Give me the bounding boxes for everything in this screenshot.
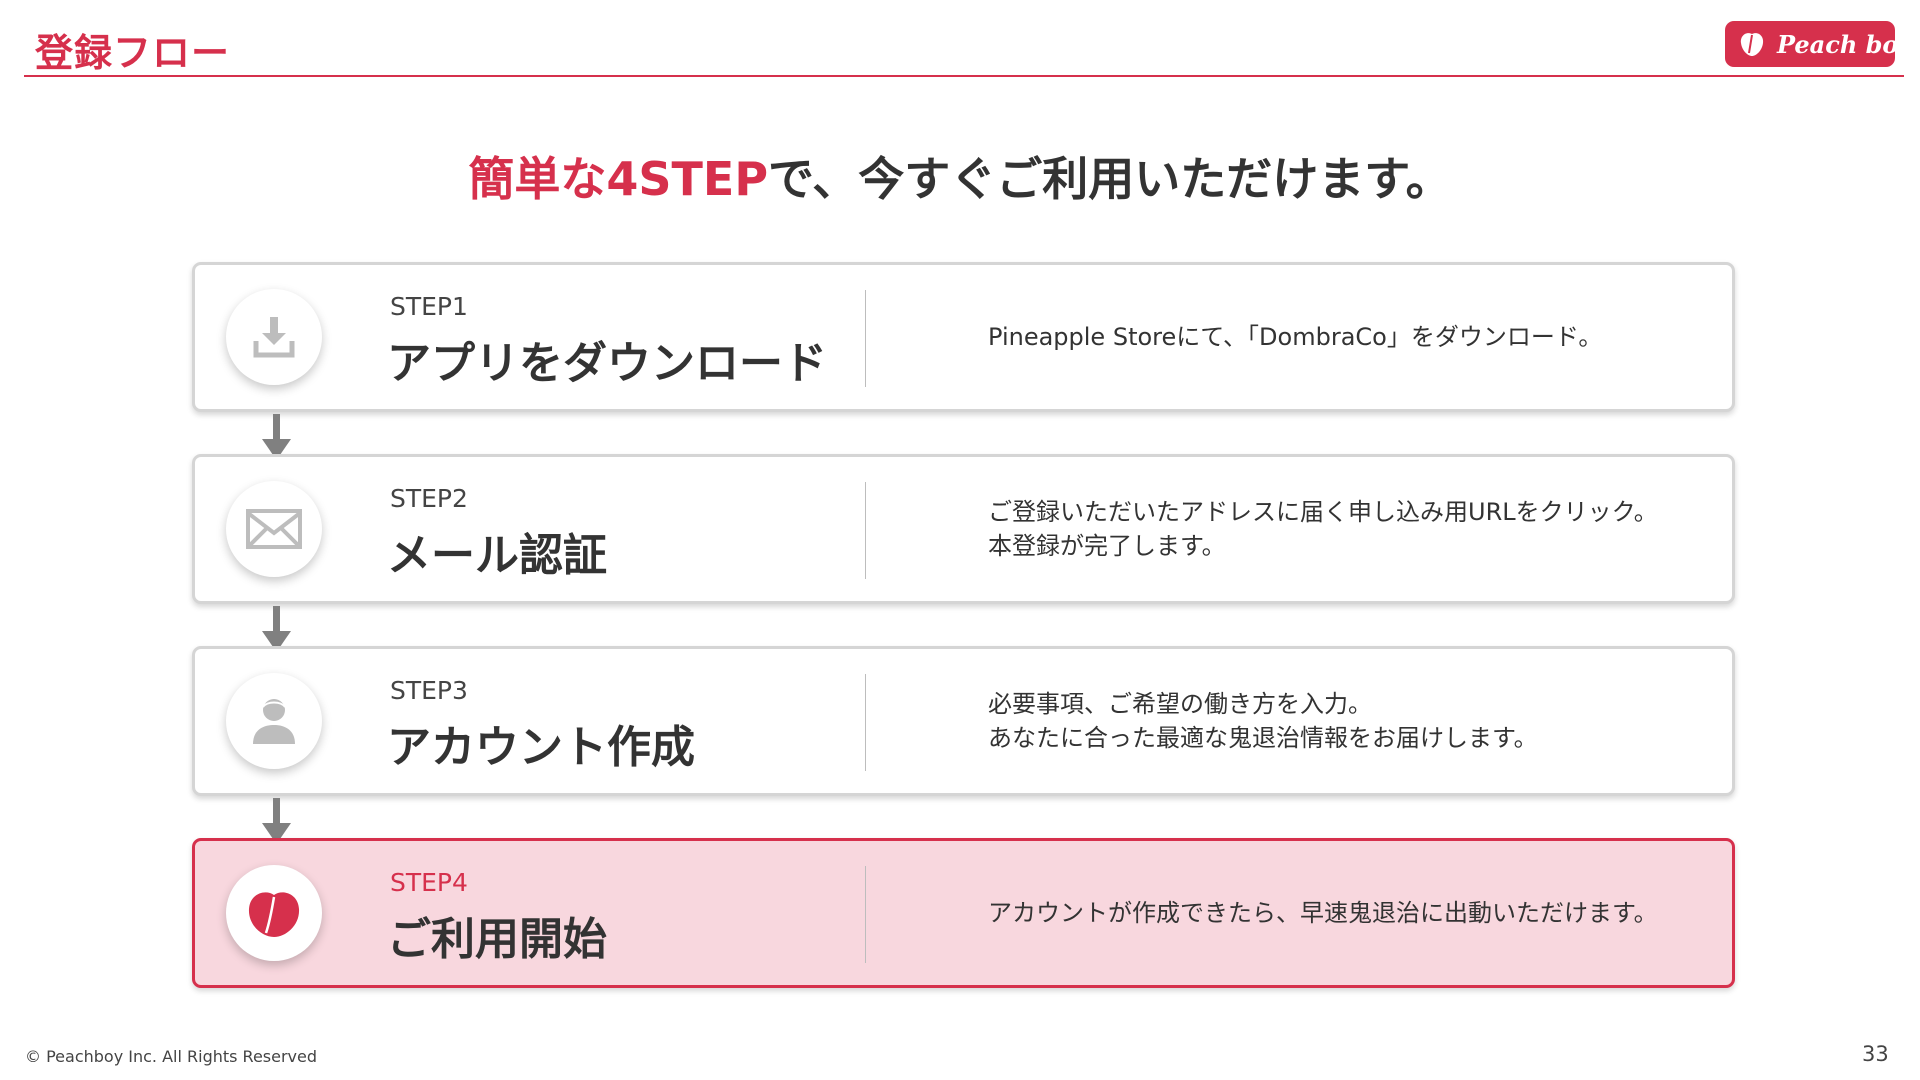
envelope-icon xyxy=(246,509,302,549)
step-description-line: 必要事項、ご希望の働き方を入力。 xyxy=(988,690,1372,718)
step-description: 必要事項、ご希望の働き方を入力。 あなたに合った最適な鬼退治情報をお届けします。 xyxy=(988,649,1708,793)
down-arrow-icon xyxy=(262,798,291,844)
step-icon-badge xyxy=(226,865,322,961)
page-title: 登録フロー xyxy=(35,31,231,75)
page-number: 33 xyxy=(1862,1042,1889,1066)
step-card-4: STEP4 ご利用開始 アカウントが作成できたら、早速鬼退治に出動いただけます。 xyxy=(192,838,1735,988)
step-icon-badge xyxy=(226,481,322,577)
download-icon xyxy=(253,317,295,358)
down-arrow-icon xyxy=(262,606,291,652)
step-description: アカウントが作成できたら、早速鬼退治に出動いただけます。 xyxy=(988,841,1708,985)
down-arrow-icon xyxy=(262,414,291,460)
step-divider xyxy=(865,482,866,579)
step-label: STEP2 xyxy=(390,484,468,513)
brand-logo: Peach boy xyxy=(1725,21,1912,67)
peach-logo-icon xyxy=(1740,33,1764,56)
step-label: STEP4 xyxy=(390,868,468,897)
step-description-line: 本登録が完了します。 xyxy=(988,532,1226,560)
step-card-1: STEP1 アプリをダウンロード Pineapple Storeにて、「Domb… xyxy=(192,262,1735,412)
copyright-notice: © Peachboy Inc. All Rights Reserved xyxy=(25,1047,318,1066)
step-divider xyxy=(865,290,866,387)
step-description: ご登録いただいたアドレスに届く申し込み用URLをクリック。 本登録が完了します。 xyxy=(988,457,1708,601)
step-card-3: STEP3 アカウント作成 必要事項、ご希望の働き方を入力。 あなたに合った最適… xyxy=(192,646,1735,796)
step-description: Pineapple Storeにて、「DombraCo」をダウンロード。 xyxy=(988,265,1708,409)
logo-text: Peach boy xyxy=(1777,29,1913,59)
step-divider xyxy=(865,674,866,771)
step-divider xyxy=(865,866,866,963)
headline-accent: 簡単な4STEP xyxy=(468,152,769,206)
step-label: STEP1 xyxy=(390,292,468,321)
user-icon xyxy=(253,699,295,744)
step-label: STEP3 xyxy=(390,676,468,705)
step-card-2: STEP2 メール認証 ご登録いただいたアドレスに届く申し込み用URLをクリック… xyxy=(192,454,1735,604)
step-description-line: Pineapple Storeにて、「DombraCo」をダウンロード。 xyxy=(988,323,1603,351)
step-description-line: あなたに合った最適な鬼退治情報をお届けします。 xyxy=(988,724,1538,752)
headline: 簡単な4STEPで、今すぐご利用いただけます。 xyxy=(0,143,1920,209)
step-icon-badge xyxy=(226,673,322,769)
step-title: アカウント作成 xyxy=(387,722,695,773)
step-description-line: アカウントが作成できたら、早速鬼退治に出動いただけます。 xyxy=(988,899,1658,927)
step-title: ご利用開始 xyxy=(387,914,607,965)
peach-icon xyxy=(248,892,300,937)
step-title: メール認証 xyxy=(387,530,607,581)
headline-rest: で、今すぐご利用いただけます。 xyxy=(768,152,1452,206)
step-title: アプリをダウンロード xyxy=(387,338,827,389)
step-icon-badge xyxy=(226,289,322,385)
step-description-line: ご登録いただいたアドレスに届く申し込み用URLをクリック。 xyxy=(988,498,1658,526)
header-divider xyxy=(24,75,1904,77)
